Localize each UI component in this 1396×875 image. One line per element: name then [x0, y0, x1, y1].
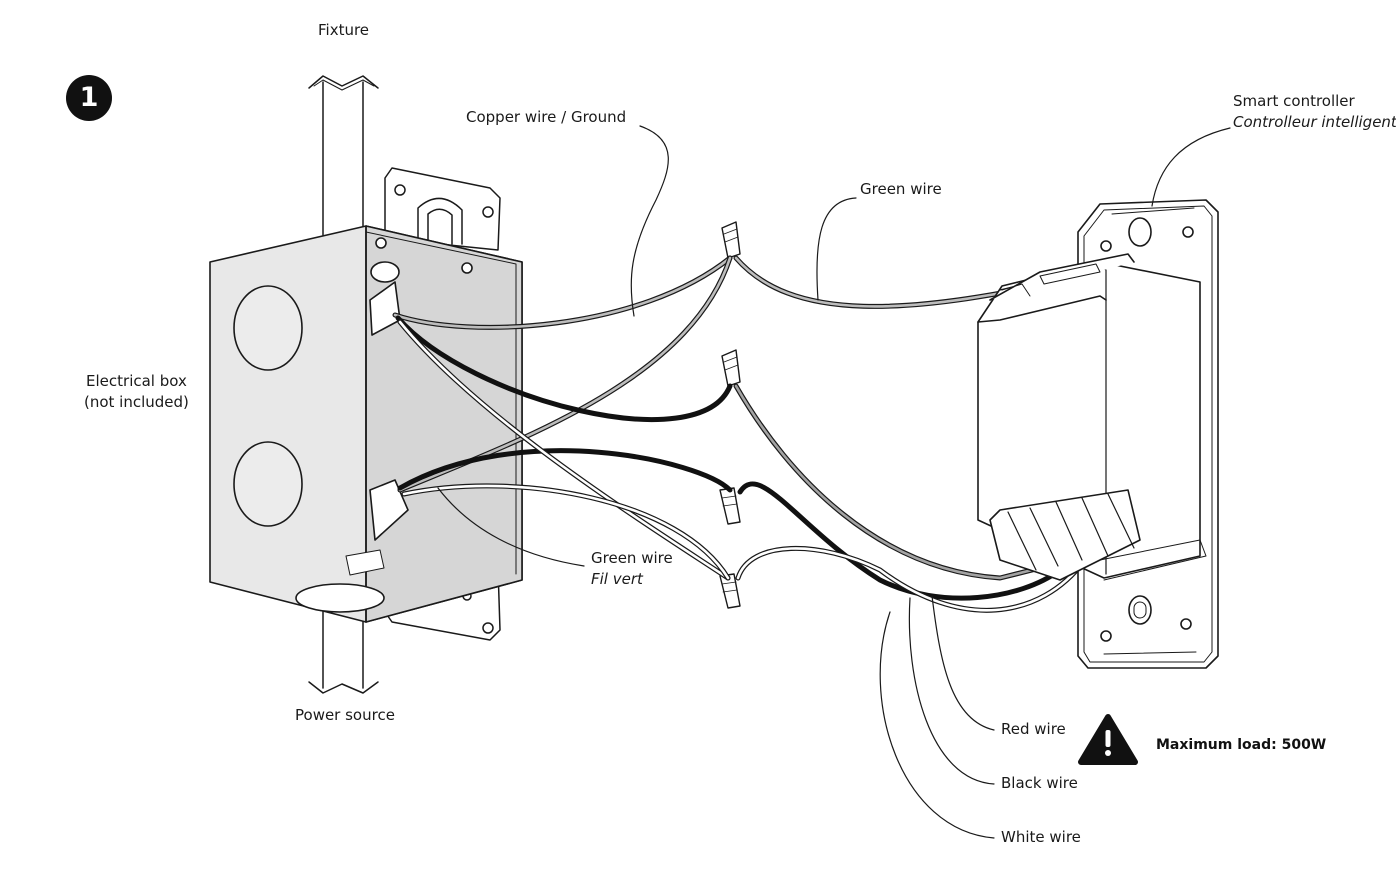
warning-triangle-icon	[1078, 714, 1138, 765]
label-electrical-box-line1: Electrical box	[86, 372, 187, 390]
label-green-wire-top: Green wire	[860, 180, 942, 198]
label-black-wire: Black wire	[1001, 774, 1078, 792]
white-wires	[397, 319, 1088, 613]
red-wire-line	[733, 383, 1043, 581]
label-green-wire-bottom-en: Green wire	[591, 549, 673, 567]
label-green-wire-bottom: Green wire Fil vert	[591, 548, 673, 590]
label-red-wire: Red wire	[1001, 720, 1066, 738]
label-electrical-box: Electrical box (not included)	[84, 371, 189, 413]
label-white-wire: White wire	[1001, 828, 1081, 846]
label-electrical-box-line2: (not included)	[84, 393, 189, 411]
label-copper-ground: Copper wire / Ground	[466, 108, 627, 126]
label-power-source: Power source	[295, 706, 395, 724]
label-fixture: Fixture	[318, 21, 370, 39]
black-wires	[395, 315, 1063, 601]
fixture-conduit	[308, 75, 379, 236]
label-green-wire-bottom-fr: Fil vert	[591, 570, 643, 588]
label-smart-controller-en: Smart controller	[1233, 92, 1355, 110]
label-smart-controller-fr: Controlleur intelligent	[1233, 113, 1396, 131]
wire-nuts	[719, 221, 741, 609]
label-smart-controller: Smart controller Controlleur intelligent	[1233, 91, 1396, 133]
electrical-box	[209, 225, 523, 623]
smart-controller-device	[977, 199, 1219, 669]
max-load-warning: Maximum load: 500W	[1156, 737, 1327, 753]
step-number-badge: 1	[66, 75, 112, 121]
leader-lines	[437, 125, 1231, 839]
